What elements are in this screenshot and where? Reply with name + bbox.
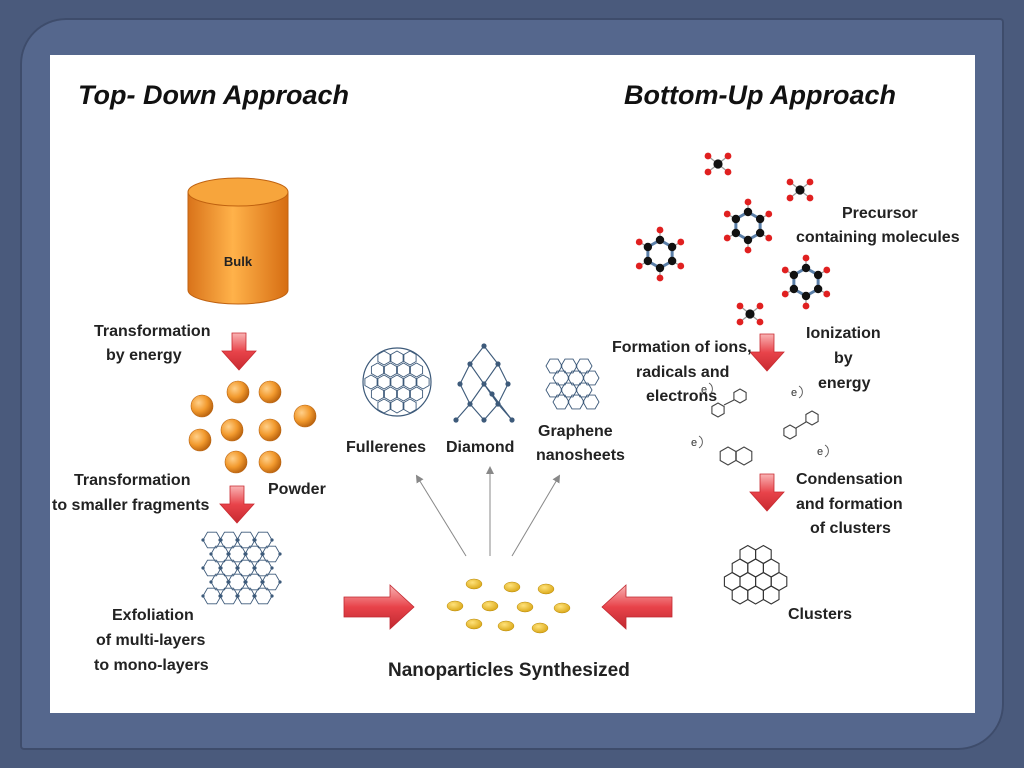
ions-label-1: Formation of ions, <box>612 339 752 356</box>
transformation-fragments-label-1: Transformation <box>74 472 190 489</box>
nanoparticles <box>446 578 571 634</box>
powder-particle <box>226 380 250 404</box>
powder-particle <box>190 394 214 418</box>
nanoparticle <box>465 578 483 590</box>
graphene-label-1: Graphene <box>538 423 613 440</box>
down-arrow-2 <box>219 485 255 524</box>
graphene-nanosheet-icon <box>545 358 600 410</box>
electron-symbol: e <box>691 435 703 449</box>
nanoparticle <box>516 601 534 613</box>
powder-label: Powder <box>268 481 326 498</box>
condensation-label-3: of clusters <box>810 520 891 537</box>
transformation-energy-label-2: by energy <box>106 347 182 364</box>
precursor-label-2: containing molecules <box>796 229 960 246</box>
powder-particle <box>188 428 212 452</box>
multilayer-graphene <box>201 531 282 605</box>
condensation-label-1: Condensation <box>796 471 903 488</box>
graphene-label-2: nanosheets <box>536 447 625 464</box>
fullerenes-label: Fullerenes <box>346 439 426 456</box>
clusters-label: Clusters <box>788 606 852 623</box>
precursor-ring-molecule <box>781 254 831 310</box>
fullerene-icon <box>362 347 432 417</box>
precursor-ring-molecule <box>635 226 685 282</box>
powder-particle <box>293 404 317 428</box>
ions-label-2: radicals and <box>636 364 729 381</box>
svg-text:e: e <box>691 437 697 449</box>
precursor-small-molecule <box>736 302 764 326</box>
diamond-label: Diamond <box>446 439 514 456</box>
svg-text:e: e <box>791 387 797 399</box>
nanoparticle <box>553 602 571 614</box>
nanoparticle <box>497 620 515 632</box>
condensation-label-2: and formation <box>796 496 903 513</box>
ions-label-3: electrons <box>646 388 717 405</box>
powder-particle <box>220 418 244 442</box>
powder-particle <box>258 450 282 474</box>
ionization-label-1: Ionization <box>806 325 881 342</box>
transformation-energy-label-1: Transformation <box>94 323 210 340</box>
electron-symbol: e <box>701 382 713 396</box>
bulk-label: Bulk <box>224 254 253 269</box>
nanoparticle <box>481 600 499 612</box>
svg-text:e: e <box>817 446 823 458</box>
precursor-ring-molecule <box>723 198 773 254</box>
precursor-small-molecule <box>704 152 732 176</box>
bulk-cylinder <box>187 177 289 305</box>
electron-symbol: e <box>791 385 803 399</box>
exfoliation-label-3: to mono-layers <box>94 657 209 674</box>
bottom-up-title: Bottom-Up Approach <box>624 80 896 110</box>
output-arrows <box>415 466 561 557</box>
electron-symbol: e <box>817 444 829 458</box>
precursor-label-1: Precursor <box>842 205 918 222</box>
down-arrow-4 <box>749 473 785 512</box>
powder-particle <box>224 450 248 474</box>
left-arrow-big <box>601 584 673 630</box>
nanoparticles-synthesized-label: Nanoparticles Synthesized <box>388 660 630 681</box>
ionization-label-3: energy <box>818 375 871 392</box>
diamond-lattice-icon <box>453 343 515 423</box>
ionization-label-2: by <box>834 350 853 367</box>
nanoparticle <box>537 583 555 595</box>
cluster-icon <box>723 544 788 605</box>
top-down-title: Top- Down Approach <box>78 80 349 110</box>
nanoparticle <box>465 618 483 630</box>
slide-canvas <box>50 55 975 713</box>
precursor-molecules <box>635 152 831 326</box>
down-arrow-3 <box>749 333 785 372</box>
exfoliation-label-2: of multi-layers <box>96 632 205 649</box>
transformation-fragments-label-2: to smaller fragments <box>52 497 209 514</box>
nanoparticle <box>503 581 521 593</box>
right-arrow-big <box>343 584 415 630</box>
exfoliation-label-1: Exfoliation <box>112 607 194 624</box>
powder-particle <box>258 418 282 442</box>
svg-text:e: e <box>701 384 707 396</box>
down-arrow-1 <box>221 332 257 371</box>
powder-spheres <box>188 380 317 474</box>
nanoparticle <box>446 600 464 612</box>
ions-radicals-electrons: e e e e <box>691 382 829 466</box>
powder-particle <box>258 380 282 404</box>
precursor-small-molecule <box>786 178 814 202</box>
nanoparticle <box>531 622 549 634</box>
